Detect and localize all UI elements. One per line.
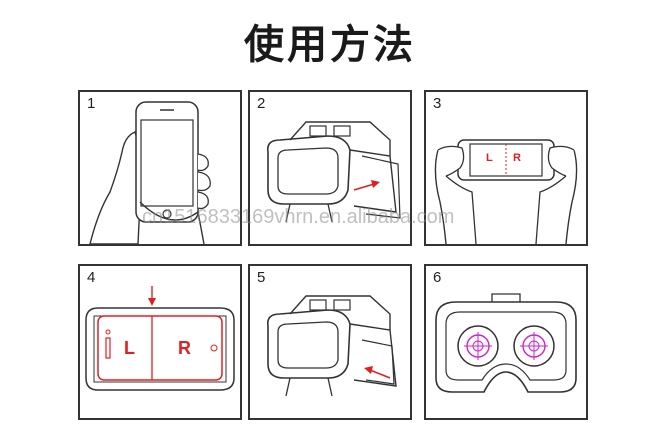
step-3-panel: 3 L R (424, 90, 588, 246)
page-title: 使用方法 (244, 22, 416, 68)
step-2-panel: 2 (248, 90, 412, 246)
right-eye-label: R (178, 338, 191, 358)
phone-landscape-hands-illustration (434, 139, 578, 244)
step-number: 3 (433, 95, 442, 112)
right-eye-label: R (513, 152, 521, 164)
step-6-panel: 6 (424, 264, 588, 420)
step-number: 5 (257, 269, 266, 286)
step-number: 6 (433, 269, 442, 286)
step-5-panel: 5 (248, 264, 412, 420)
phone-in-tray-illustration (85, 286, 235, 391)
step-4-panel: 4 L R (78, 264, 242, 420)
left-eye-label: L (124, 338, 135, 358)
left-eye-label: L (486, 152, 493, 164)
step-1-panel: 1 (78, 90, 242, 246)
open-headset-illustration (266, 121, 401, 223)
hand-holding-phone-illustration (89, 101, 211, 244)
step-number: 1 (87, 95, 96, 112)
watermark: cn1516833169vhrn.en.alibaba.com (142, 206, 455, 228)
step-number: 4 (87, 269, 96, 286)
lens-view-illustration (435, 293, 577, 393)
step-number: 2 (257, 95, 266, 112)
close-headset-illustration (266, 295, 397, 397)
